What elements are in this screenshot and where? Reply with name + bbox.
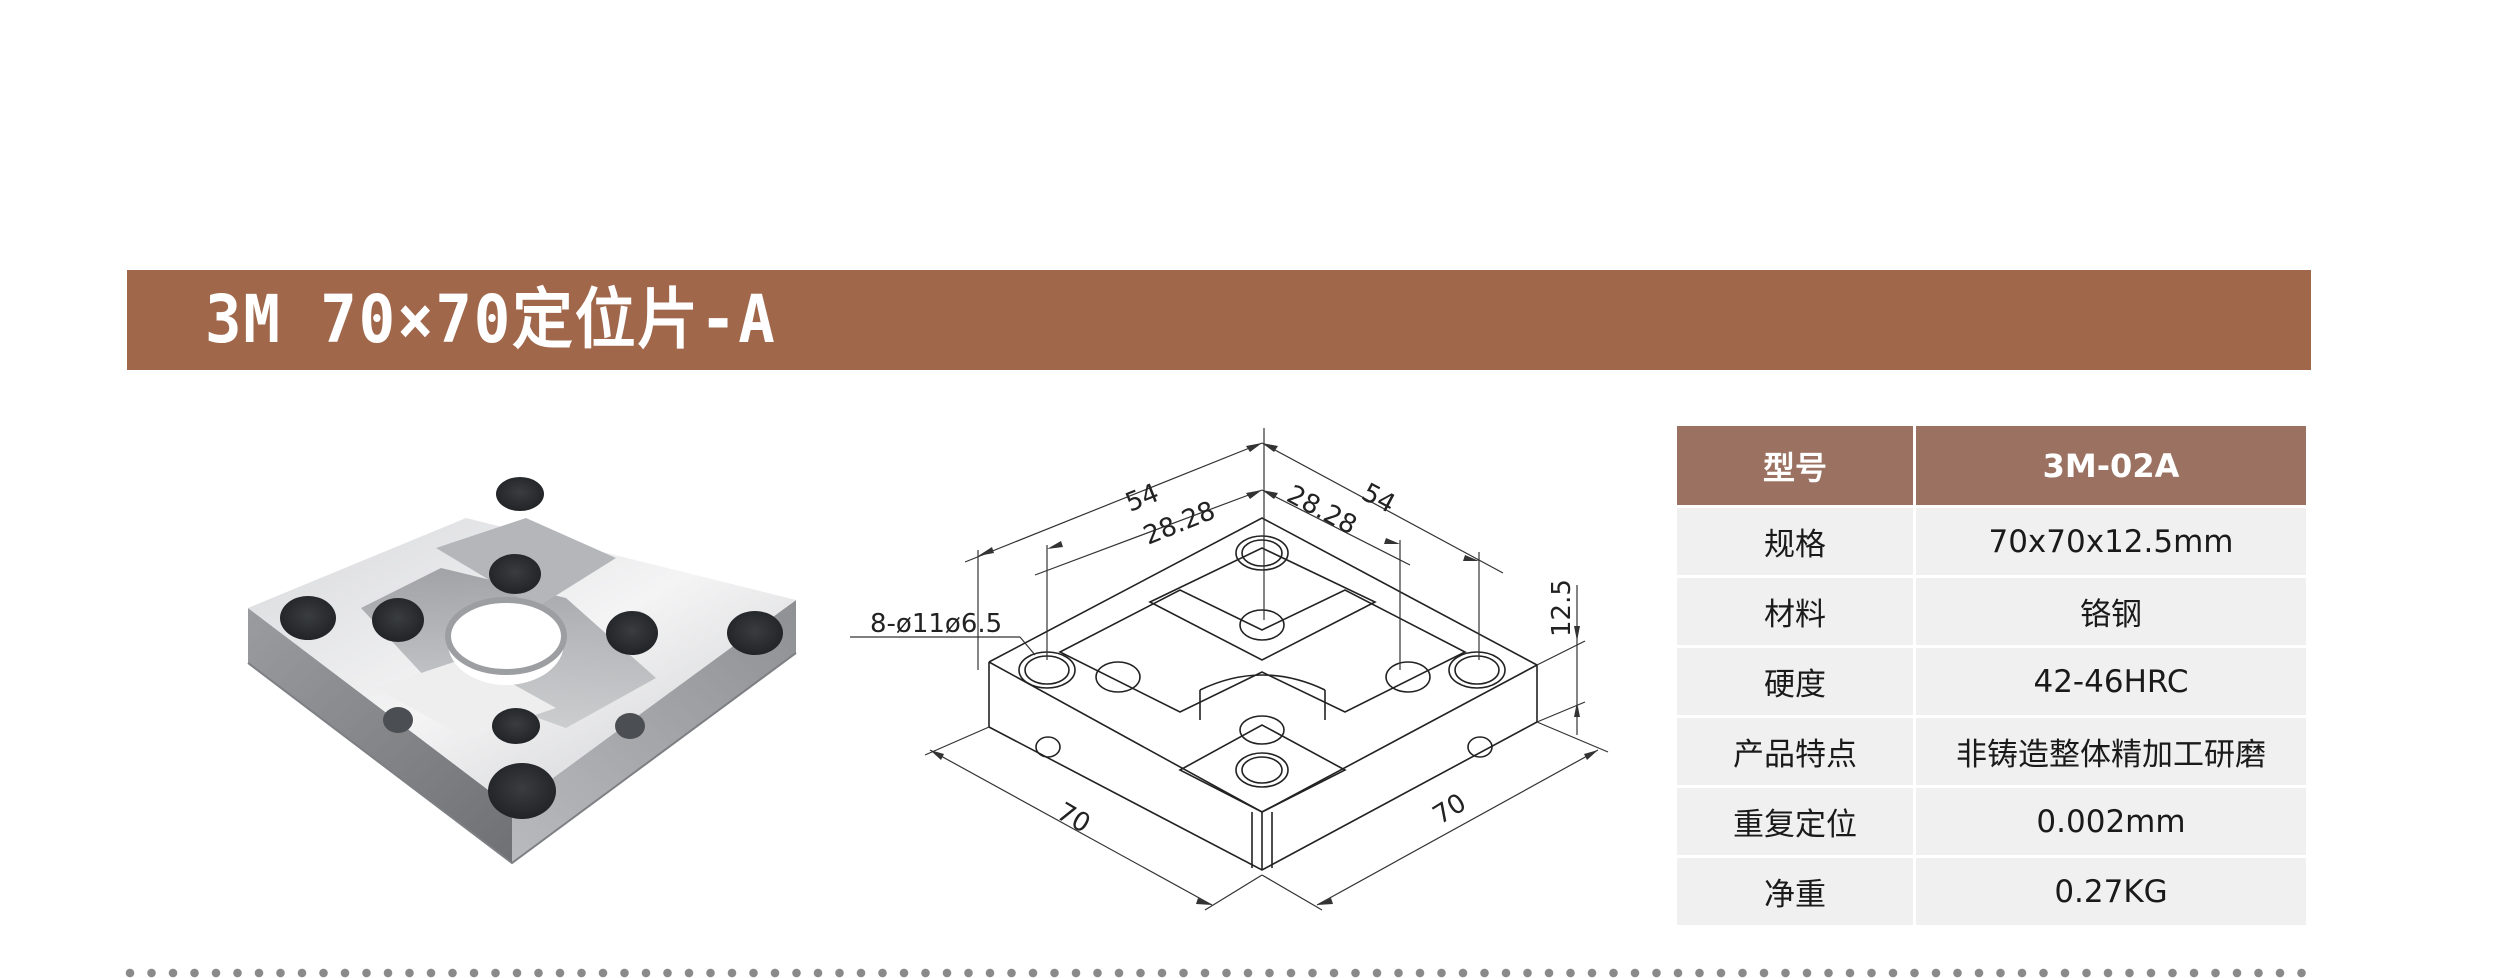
product-photo bbox=[247, 477, 797, 865]
spec-row-size: 规格 70x70x12.5mm bbox=[1677, 505, 2306, 575]
dim-70-right: 70 bbox=[1428, 788, 1472, 831]
spec-key: 净重 bbox=[1677, 858, 1913, 925]
dim-height: 12.5 bbox=[1547, 579, 1577, 637]
spec-row-hardness: 硬度 42-46HRC bbox=[1677, 645, 2306, 715]
spec-value: 42-46HRC bbox=[1916, 648, 2306, 715]
page-title: 3M 70×70定位片-A bbox=[205, 281, 777, 358]
spec-row-net-weight: 净重 0.27KG bbox=[1677, 855, 2306, 925]
spec-row-features: 产品特点 非铸造整体精加工研磨 bbox=[1677, 715, 2306, 785]
section-title-bar: 3M 70×70定位片-A bbox=[127, 270, 2311, 370]
spec-value: 铬钢 bbox=[1916, 578, 2306, 645]
dim-54-left: 54 bbox=[1121, 478, 1163, 518]
spec-header-key: 型号 bbox=[1677, 426, 1913, 505]
dim-70-left: 70 bbox=[1052, 797, 1096, 840]
spec-value: 0.27KG bbox=[1916, 858, 2306, 925]
spec-key: 材料 bbox=[1677, 578, 1913, 645]
spec-value: 0.002mm bbox=[1916, 788, 2306, 855]
spec-header-value: 3M-02A bbox=[1916, 426, 2306, 505]
spec-key: 硬度 bbox=[1677, 648, 1913, 715]
spec-table: 型号 3M-02A 规格 70x70x12.5mm 材料 铬钢 硬度 42-46… bbox=[1677, 426, 2306, 925]
spec-value: 70x70x12.5mm bbox=[1916, 508, 2306, 575]
technical-drawing: 54 28.28 28.28 54 8-ø11ø6.5 12.5 70 70 bbox=[850, 428, 1609, 911]
spec-value: 非铸造整体精加工研磨 bbox=[1916, 718, 2306, 785]
dotted-divider bbox=[125, 968, 2310, 978]
dim-hole-callout: 8-ø11ø6.5 bbox=[870, 609, 1002, 639]
spec-row-material: 材料 铬钢 bbox=[1677, 575, 2306, 645]
spec-key: 重复定位 bbox=[1677, 788, 1913, 855]
spec-key: 产品特点 bbox=[1677, 718, 1913, 785]
dim-28-right: 28.28 bbox=[1282, 480, 1362, 541]
spec-header-row: 型号 3M-02A bbox=[1677, 426, 2306, 505]
spec-key: 规格 bbox=[1677, 508, 1913, 575]
spec-row-repeatability: 重复定位 0.002mm bbox=[1677, 785, 2306, 855]
